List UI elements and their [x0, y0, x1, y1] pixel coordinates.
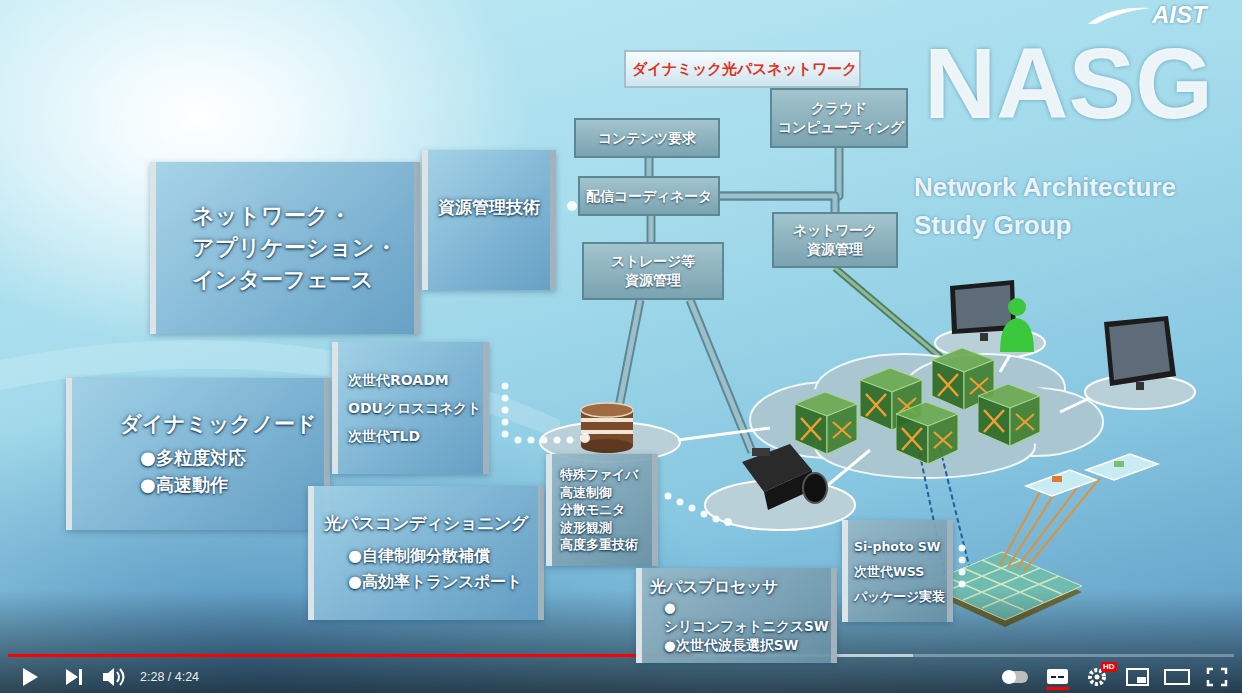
- storage-cylinder: [581, 403, 633, 453]
- node-text: 光パスプロセッサ: [650, 576, 823, 598]
- node-text: ダイナミック光パスネットワーク: [632, 60, 853, 79]
- node-text: クラウド コンピューティング: [778, 99, 900, 137]
- watermark: Study Group: [914, 210, 1071, 241]
- pipe-core: [720, 148, 839, 196]
- node-text: ODUクロスコネクト: [348, 394, 473, 422]
- node-text: ●多粒度対応: [140, 444, 314, 471]
- glass-panel: 光パスコンディショニング ●自律制御分散補償●高効率トランスポート: [308, 486, 544, 620]
- glass-panel: ネットワーク・ アプリケーション・ インターフェース: [150, 162, 420, 334]
- pipe-core: [647, 158, 652, 176]
- node-text: 波形観測: [560, 519, 644, 537]
- node-text: 次世代WSS: [854, 559, 941, 584]
- node-text: パッケージ実装: [854, 584, 941, 609]
- title-box: ダイナミック光パスネットワーク: [624, 50, 861, 88]
- glass-panel: 次世代ROADMODUクロスコネクト次世代TLD: [332, 342, 489, 474]
- watermark: NASG: [924, 28, 1213, 138]
- logo-text: AIST: [1152, 1, 1207, 29]
- node-text: コンテンツ要求: [582, 129, 712, 148]
- glass-panel: 光パスプロセッサ●シリコンフォトニクスSW●次世代波長選択SW: [636, 568, 837, 663]
- video-camera: [742, 444, 827, 510]
- process-box: ネットワーク 資源管理: [772, 212, 898, 268]
- node-text: 分散モニタ: [560, 501, 644, 519]
- node-text: ダイナミックノード: [120, 410, 314, 438]
- player-bar: [0, 590, 1242, 693]
- node-text: ネットワーク 資源管理: [780, 221, 890, 259]
- pipe-outline: [720, 148, 839, 196]
- node-text: 高度多重技術: [560, 536, 644, 554]
- node-text: ●次世代波長選択SW: [664, 636, 823, 655]
- quality-badge: HD: [1101, 662, 1117, 672]
- node-text: ネットワーク・ アプリケーション・ インターフェース: [192, 200, 398, 296]
- glass-panel: ダイナミックノード ●多粒度対応●高速動作: [66, 378, 330, 530]
- user-figure: [1000, 298, 1034, 352]
- node-text: 次世代ROADM: [348, 366, 473, 394]
- node-text: ●シリコンフォトニクスSW: [664, 598, 823, 636]
- node-text: ●自律制御分散補償: [348, 543, 528, 569]
- node-text: 特殊ファイバ: [560, 466, 644, 484]
- pipe-connector: [720, 196, 835, 212]
- glass-panel: 特殊ファイバ高速制御分散モニタ波形観測高度多重技術: [546, 454, 658, 566]
- pipe-outline: [645, 158, 654, 176]
- process-box: 配信コーディネータ: [578, 176, 720, 216]
- aist-swoosh: [1088, 8, 1150, 24]
- node-text: 資源管理技術: [434, 196, 544, 219]
- node-text: 高速制御: [560, 484, 644, 502]
- node-text: Si-photo SW: [854, 534, 941, 559]
- node-text: 光パスコンディショニング: [324, 512, 528, 535]
- process-box: クラウド コンピューティング: [770, 88, 908, 148]
- pipe-outline: [720, 196, 835, 212]
- monitors: [950, 280, 1176, 390]
- node-text: ●高速動作: [140, 471, 314, 498]
- process-box: コンテンツ要求: [574, 118, 720, 158]
- node-text: ●高効率トランスポート: [348, 569, 528, 595]
- node-text: 次世代TLD: [348, 422, 473, 450]
- node-text: 配信コーディネータ: [586, 187, 712, 206]
- pipe-connector: [720, 148, 839, 196]
- pipe-connector: [649, 158, 650, 176]
- process-box: ストレージ等 資源管理: [582, 242, 724, 300]
- pipe-connector: [651, 216, 652, 242]
- pipe-outline: [647, 216, 656, 242]
- pipe-core: [720, 196, 835, 212]
- node-text: ストレージ等 資源管理: [590, 252, 716, 290]
- watermark: Network Architecture: [914, 172, 1176, 203]
- green-switch-cubes: [795, 348, 1040, 464]
- glass-panel: Si-photo SW次世代WSSパッケージ実装: [842, 520, 953, 622]
- glass-panel: 資源管理技術: [422, 150, 556, 290]
- player-time: 2:28 / 4:24: [140, 669, 199, 685]
- pipe-core: [649, 216, 654, 242]
